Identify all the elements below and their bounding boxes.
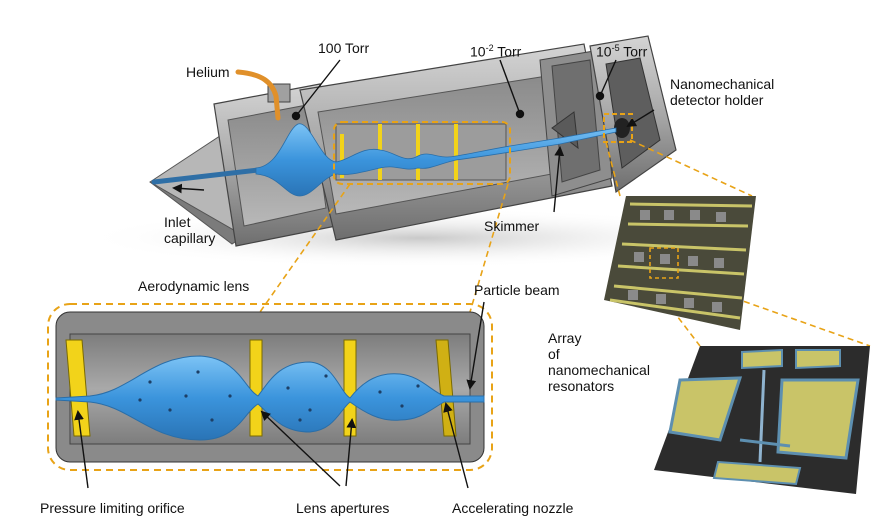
aerodynamic-lens-zoom: [55, 311, 485, 463]
inlet-capillary: [151, 167, 261, 185]
pointer-dot-icon: [291, 59, 617, 121]
single-resonator-image: [654, 346, 870, 494]
label-particle-beam: Particle beam: [474, 282, 560, 298]
arrow-icon: [74, 109, 655, 489]
zoom-callout-box: [47, 303, 493, 471]
label-accelerating-nozzle: Accelerating nozzle: [452, 500, 574, 516]
label-low-torr: 10-5 Torr: [596, 43, 648, 60]
resonator-array-image: [604, 196, 756, 330]
label-skimmer: Skimmer: [484, 218, 540, 234]
label-pressure-orifice: Pressure limiting orifice: [40, 500, 185, 516]
label-100-torr: 100 Torr: [318, 40, 370, 56]
label-aerodynamic-lens: Aerodynamic lens: [138, 278, 250, 294]
label-mid-torr: 10-2 Torr: [470, 43, 522, 60]
helium-tube: [235, 69, 281, 121]
particle-beam-upper: [255, 123, 617, 197]
label-resonator-array: Array of nanomechanical resonators: [548, 330, 650, 394]
lens-callout-box: [333, 121, 511, 185]
label-lens-apertures: Lens apertures: [296, 500, 390, 516]
detector-callout-box: [603, 113, 633, 143]
label-helium: Helium: [186, 64, 230, 80]
